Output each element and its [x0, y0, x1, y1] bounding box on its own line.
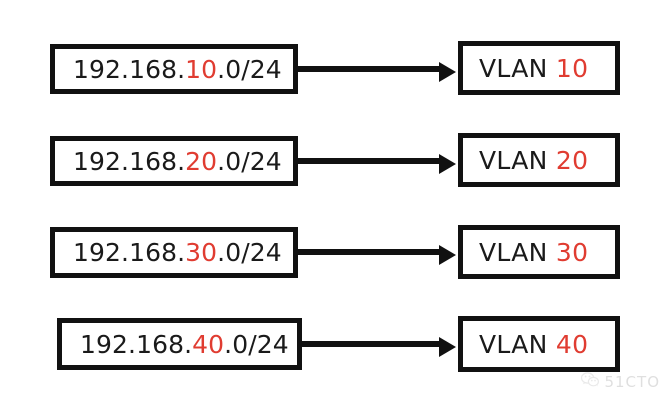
arrow-shaft	[298, 66, 441, 72]
subnet-label: 192.168.20.0/24	[73, 149, 282, 174]
vlan-id: 20	[555, 145, 589, 175]
vlan-id: 10	[555, 53, 589, 83]
subnet-suffix: .0/24	[224, 329, 289, 359]
vlan-label: VLAN 30	[479, 240, 588, 265]
subnet-label: 192.168.30.0/24	[73, 240, 282, 265]
subnet-suffix: .0/24	[217, 54, 282, 84]
subnet-box: 192.168.40.0/24	[57, 318, 302, 370]
vlan-box: VLAN 10	[458, 41, 620, 95]
subnet-vlan-octet: 30	[185, 238, 218, 267]
vlan-id: 40	[555, 329, 589, 359]
vlan-prefix: VLAN	[479, 237, 556, 267]
vlan-label: VLAN 40	[479, 332, 588, 357]
arrow-head	[439, 154, 456, 174]
subnet-suffix: .0/24	[217, 146, 282, 176]
vlan-label: VLAN 10	[479, 56, 588, 81]
vlan-prefix: VLAN	[479, 145, 556, 175]
subnet-suffix: .0/24	[217, 238, 282, 267]
vlan-label: VLAN 20	[479, 148, 588, 173]
arrow-head	[439, 62, 456, 82]
subnet-prefix: 192.168.	[73, 54, 186, 84]
subnet-box: 192.168.30.0/24	[50, 227, 298, 278]
subnet-label: 192.168.10.0/24	[73, 57, 282, 82]
subnet-vlan-octet: 20	[185, 146, 218, 176]
subnet-box: 192.168.10.0/24	[50, 44, 298, 94]
subnet-prefix: 192.168.	[73, 146, 186, 176]
subnet-label: 192.168.40.0/24	[80, 332, 289, 357]
vlan-box: VLAN 30	[458, 225, 620, 279]
subnet-prefix: 192.168.	[80, 329, 193, 359]
vlan-box: VLAN 20	[458, 133, 620, 187]
arrow-shaft	[298, 158, 441, 164]
subnet-vlan-octet: 10	[185, 54, 218, 84]
arrow-shaft	[298, 249, 441, 255]
arrow-shaft	[302, 341, 441, 347]
arrow-head	[439, 245, 456, 265]
subnet-prefix: 192.168.	[73, 238, 186, 267]
vlan-prefix: VLAN	[479, 329, 556, 359]
subnet-box: 192.168.20.0/24	[50, 136, 298, 186]
vlan-id: 30	[555, 237, 589, 267]
arrow-head	[439, 337, 456, 357]
vlan-prefix: VLAN	[479, 53, 556, 83]
vlan-box: VLAN 40	[458, 316, 620, 372]
subnet-vlan-octet: 40	[192, 329, 225, 359]
